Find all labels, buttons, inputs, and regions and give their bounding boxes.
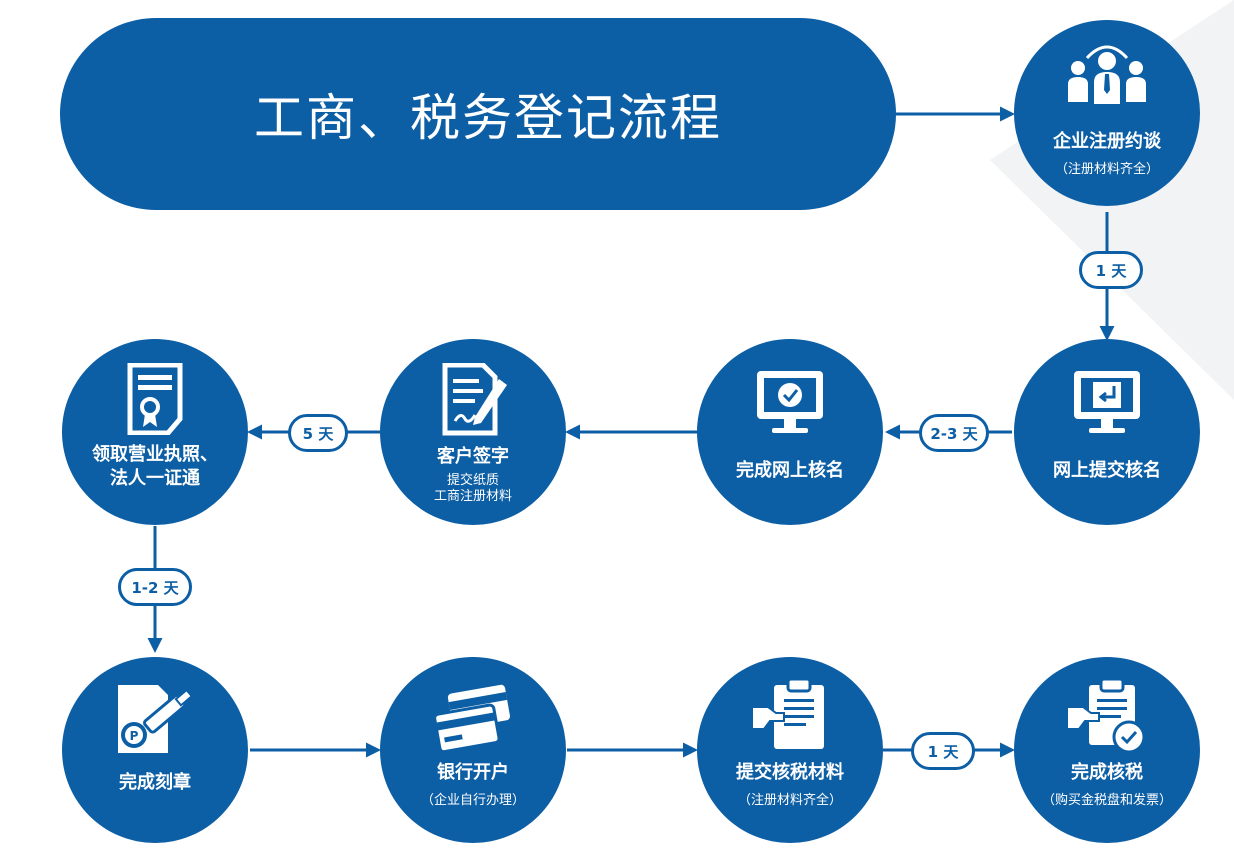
step-label: 企业注册约谈 bbox=[1053, 131, 1161, 152]
step-seal-complete: P 完成刻章 bbox=[62, 657, 248, 843]
step-sublabel: （购买金税盘和发票） bbox=[1041, 793, 1172, 808]
stamp-seal-icon: P bbox=[118, 685, 194, 753]
step-online-submit-name: 网上提交核名 bbox=[1014, 339, 1200, 525]
step-label: 完成核税 bbox=[1071, 762, 1143, 783]
step-sublabel: （企业自行办理） bbox=[420, 793, 525, 808]
step-label: 领取营业执照、 法人一证通 bbox=[92, 444, 218, 489]
computer-submit-icon bbox=[1074, 371, 1140, 433]
step-label: 完成网上核名 bbox=[736, 460, 844, 481]
duration-badge-step8-to-step9: 1 天 bbox=[911, 732, 975, 770]
step-label: 客户签字 bbox=[437, 446, 509, 467]
step-sublabel: （注册材料齐全） bbox=[737, 793, 842, 808]
step-label: 网上提交核名 bbox=[1053, 460, 1161, 481]
svg-text:P: P bbox=[130, 729, 139, 743]
step-bank-account: 银行开户 （企业自行办理） bbox=[380, 657, 566, 843]
duration-badge-step4-to-step5: 5 天 bbox=[288, 414, 348, 452]
computer-check-icon bbox=[757, 371, 823, 433]
document-signature-icon bbox=[442, 363, 507, 436]
page-title: 工商、税务登记流程 bbox=[254, 89, 722, 147]
step-registration-meeting: 企业注册约谈 （注册材料齐全） bbox=[1014, 20, 1200, 206]
meeting-people-icon bbox=[1068, 45, 1146, 104]
clipboard-submit-icon bbox=[751, 677, 824, 749]
step-submit-tax-materials: 提交核税材料 （注册材料齐全） bbox=[697, 657, 883, 843]
step-tax-complete: 完成核税 （购买金税盘和发票） bbox=[1014, 657, 1200, 843]
step-label: 完成刻章 bbox=[119, 772, 191, 793]
step-label: 提交核税材料 bbox=[736, 762, 844, 783]
license-certificate-icon bbox=[127, 363, 183, 435]
bank-cards-icon bbox=[433, 684, 510, 753]
step-sublabel: （注册材料齐全） bbox=[1054, 162, 1159, 177]
step-sublabel: 提交纸质 工商注册材料 bbox=[433, 473, 512, 504]
step-client-signature: 客户签字 提交纸质 工商注册材料 bbox=[380, 339, 566, 525]
title-banner: 工商、税务登记流程 bbox=[60, 18, 896, 210]
duration-badge-step5-to-step6: 1-2 天 bbox=[118, 568, 192, 606]
step-label: 银行开户 bbox=[437, 762, 509, 783]
step-collect-license: 领取营业执照、 法人一证通 bbox=[62, 339, 248, 525]
clipboard-check-icon bbox=[1066, 677, 1146, 754]
duration-badge-step1-to-step2: 1 天 bbox=[1079, 251, 1143, 289]
step-online-name-complete: 完成网上核名 bbox=[697, 339, 883, 525]
duration-badge-step2-to-step3: 2-3 天 bbox=[919, 414, 989, 452]
